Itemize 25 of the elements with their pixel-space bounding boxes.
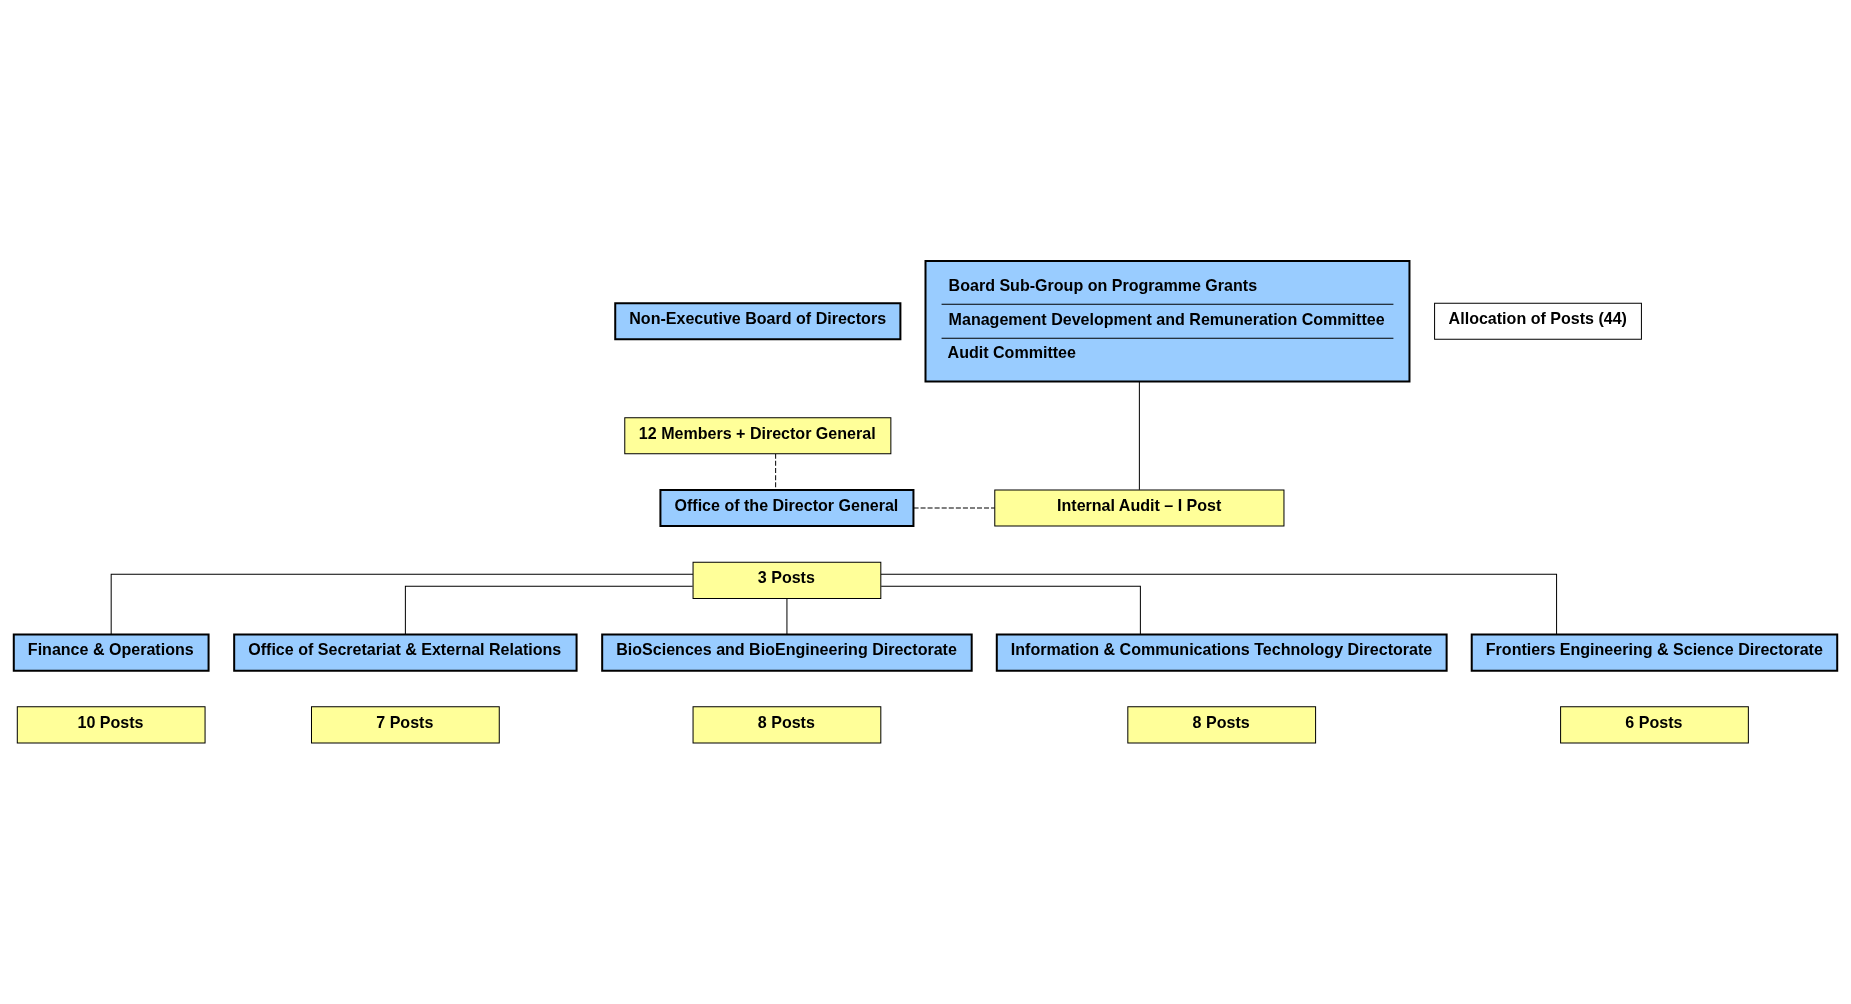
node-box: 8 Posts [692,706,882,744]
node-box: Finance & Operations [12,633,210,672]
node-box: Frontiers Engineering & Science Directorate [1470,633,1839,672]
node-box: Allocation of Posts (44) [1434,302,1642,340]
node-box: Board Sub-Group on Programme Grants Management Development and Remuneration Committee Audit Committee [924,260,1411,383]
node-box: BioSciences and BioEngineering Directorate [601,633,973,672]
node-box: Office of the Director General [659,488,915,528]
connector [913,507,996,509]
connector [786,598,788,635]
connector [1138,381,1140,491]
node-box: Office of Secretariat & External Relations [233,633,578,672]
node-box: 10 Posts [16,706,206,744]
node-box: 3 Posts [692,561,882,599]
connector [775,453,777,491]
node-box: 12 Members + Director General [624,417,892,455]
connector [880,585,1141,635]
connector [110,573,694,635]
node-box: Internal Audit – I Post [994,489,1285,527]
connector [880,573,1558,635]
node-box: Information & Communications Technology Directorate [995,633,1448,672]
connector [404,585,694,635]
node-box: 6 Posts [1560,706,1749,744]
node-box: Non-Executive Board of Directors [614,302,902,341]
node-box: 7 Posts [311,706,500,744]
node-box: 8 Posts [1127,706,1317,744]
